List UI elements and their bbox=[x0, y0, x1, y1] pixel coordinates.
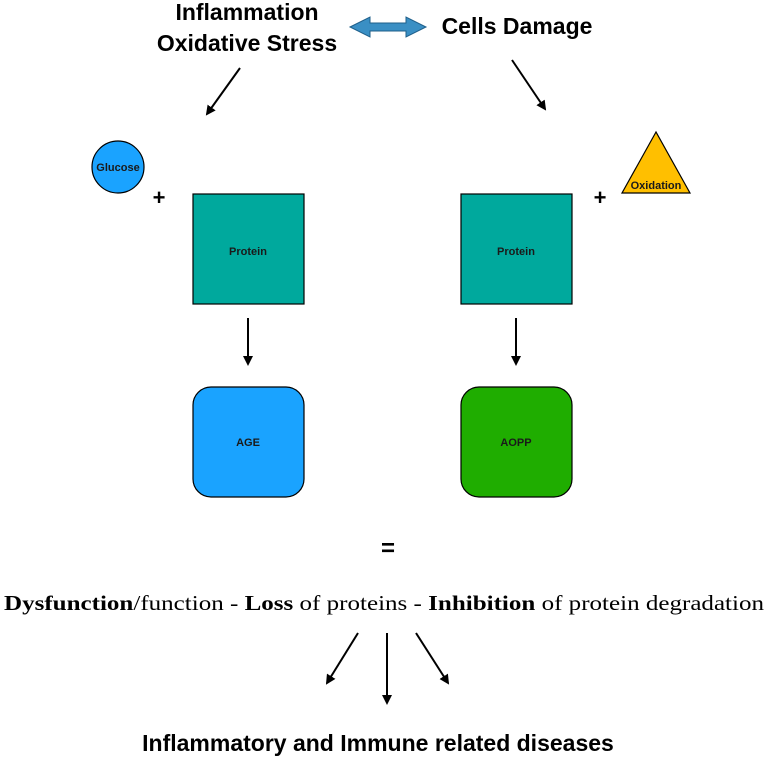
arrow-down-right bbox=[415, 632, 450, 685]
glucose-label: Glucose bbox=[96, 162, 139, 174]
arrow-to-right-protein bbox=[511, 59, 547, 111]
aopp-label: AOPP bbox=[500, 437, 531, 449]
summary-line: Dysfunction/function - Loss of proteins … bbox=[4, 591, 765, 615]
right-plus: + bbox=[594, 185, 607, 210]
loss-term: Loss bbox=[245, 591, 294, 615]
cells-damage-label: Cells Damage bbox=[442, 13, 593, 39]
equals-sign: = bbox=[381, 535, 395, 562]
summary-part-2: of proteins - bbox=[293, 591, 428, 615]
summary-part-3: of protein degradation bbox=[535, 591, 764, 615]
oxidation-triangle bbox=[620, 130, 692, 194]
glucose-circle bbox=[91, 140, 145, 194]
inflammation-label: Inflammation bbox=[175, 0, 318, 25]
summary-part-1: /function - bbox=[133, 591, 244, 615]
right-protein-label: Protein bbox=[497, 246, 535, 258]
oxidation-label: Oxidation bbox=[631, 180, 682, 192]
age-label: AGE bbox=[236, 437, 260, 449]
dysfunction-term: Dysfunction bbox=[4, 591, 134, 615]
age-box bbox=[192, 386, 305, 498]
right-protein-box bbox=[460, 193, 573, 305]
aopp-box bbox=[460, 386, 573, 498]
left-protein-label: Protein bbox=[229, 246, 267, 258]
left-plus: + bbox=[153, 185, 166, 210]
double-arrow-icon bbox=[348, 16, 428, 38]
left-protein-box bbox=[192, 193, 305, 305]
outcome-label: Inflammatory and Immune related diseases bbox=[142, 730, 614, 756]
arrow-to-left-protein bbox=[205, 67, 241, 116]
inhibition-term: Inhibition bbox=[428, 591, 536, 615]
oxidative-stress-label: Oxidative Stress bbox=[157, 30, 337, 56]
arrow-down-left bbox=[325, 632, 359, 685]
